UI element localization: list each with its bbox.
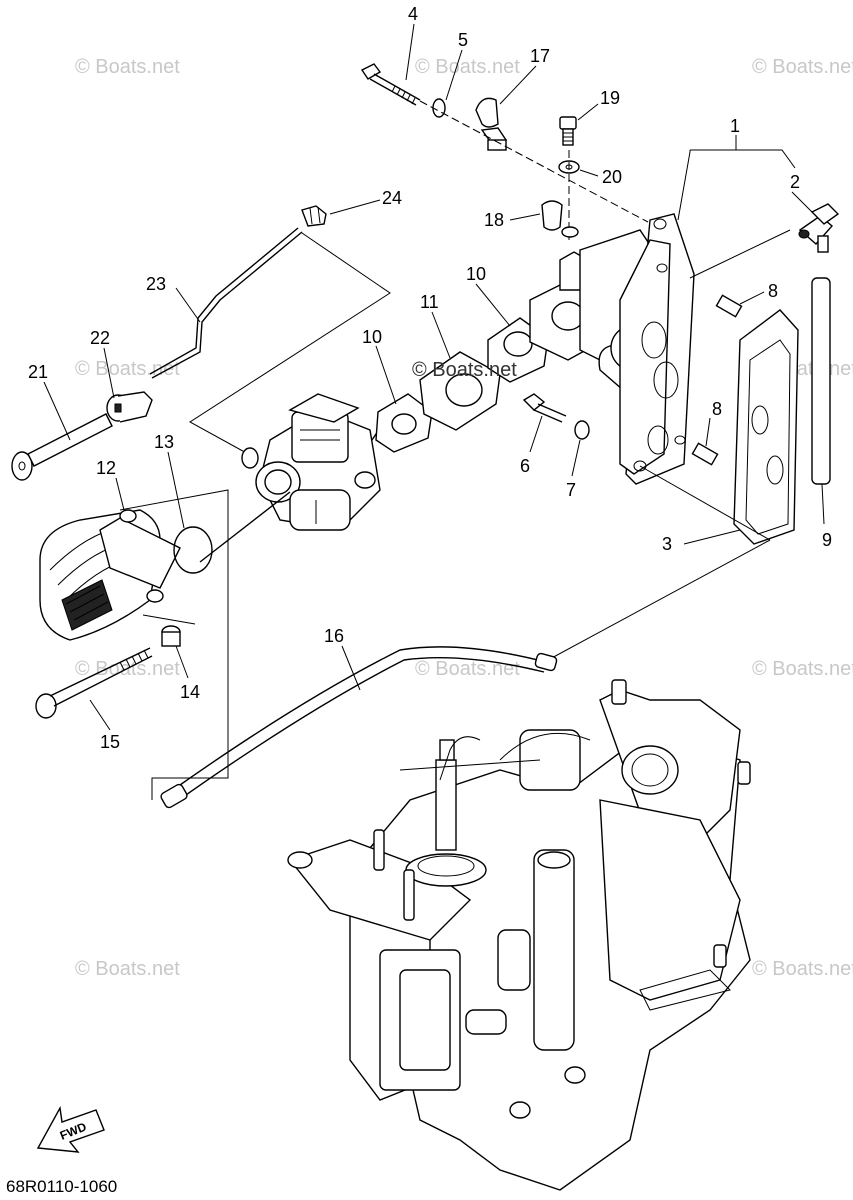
callout-7: 7 — [566, 480, 576, 500]
callout-9: 9 — [822, 530, 832, 550]
callout-6: 6 — [520, 456, 530, 476]
part-5-washer — [432, 98, 446, 118]
callout-23: 23 — [146, 274, 166, 294]
part-3-gasket — [733, 309, 799, 545]
callout-8b: 8 — [712, 399, 722, 419]
watermark: © Boats.net — [75, 958, 180, 980]
leader-line — [199, 491, 291, 563]
part-11-insulator — [419, 351, 501, 431]
callout-3: 3 — [662, 534, 672, 554]
callout-leaders — [43, 23, 825, 731]
engine-block — [287, 679, 751, 1191]
part-24-clip — [301, 205, 327, 227]
part-19-bolt — [559, 116, 577, 146]
callout-15: 15 — [100, 732, 120, 752]
leader-line — [639, 465, 771, 541]
callout-21: 21 — [28, 362, 48, 382]
callout-24: 24 — [382, 188, 402, 208]
callout-19: 19 — [600, 88, 620, 108]
leader-line — [677, 150, 691, 221]
part-22-clip — [106, 391, 153, 423]
watermark: © Boats.net — [415, 658, 520, 680]
callout-11: 11 — [420, 292, 439, 312]
part-14-collar — [161, 625, 181, 647]
callout-labels: 4 5 17 19 1 20 2 24 18 10 8 23 11 22 10 … — [28, 4, 832, 752]
diagram-code: 68R0110-1060 — [6, 1177, 117, 1196]
leader-line — [119, 489, 229, 800]
watermark: © Boats.net — [75, 358, 180, 380]
part-9-hose — [811, 277, 831, 485]
callout-12: 12 — [96, 458, 116, 478]
callout-5: 5 — [458, 30, 468, 50]
part-23-link-rod — [151, 231, 303, 379]
part-8-dowel-pin — [715, 294, 743, 318]
part-17-clamp — [475, 97, 508, 151]
center-watermark: © Boats.net — [412, 359, 517, 381]
callout-22: 22 — [90, 328, 110, 348]
callout-2: 2 — [790, 172, 800, 192]
part-15-bolt — [35, 647, 153, 719]
part-7-washer — [574, 420, 590, 440]
callout-20: 20 — [602, 167, 622, 187]
part-8-dowel-pin — [691, 442, 719, 466]
callout-14: 14 — [180, 682, 200, 702]
callout-10: 10 — [466, 264, 486, 284]
leader-line — [419, 100, 649, 223]
leader-line — [547, 539, 771, 661]
watermark: © Boats.net — [75, 56, 180, 78]
part-13-o-ring — [173, 526, 213, 574]
fwd-direction-arrow: FWD — [36, 1105, 105, 1153]
part-1-cover-plate — [619, 213, 695, 485]
part-12-intake-silencer — [39, 509, 181, 641]
callout-17: 17 — [530, 46, 550, 66]
part-4-bolt — [360, 63, 421, 106]
part-2-fitting — [798, 203, 840, 253]
watermark: © Boats.net — [752, 658, 853, 680]
part-16-fuel-hose — [160, 646, 558, 809]
part-10-gasket — [375, 393, 433, 453]
watermark: © Boats.net — [752, 56, 853, 78]
watermark: © Boats.net — [415, 56, 520, 78]
part-6-bolt — [522, 393, 567, 423]
leader-line — [399, 759, 541, 771]
callout-10b: 10 — [362, 327, 382, 347]
callout-18: 18 — [484, 210, 504, 230]
watermark: © Boats.net — [752, 958, 853, 980]
callout-8: 8 — [768, 281, 778, 301]
leader-line — [189, 232, 391, 456]
callout-13: 13 — [154, 432, 174, 452]
callout-16: 16 — [324, 626, 344, 646]
carburetor — [241, 393, 381, 531]
callout-4: 4 — [408, 4, 418, 24]
callout-1: 1 — [730, 116, 740, 136]
part-18-grommet — [541, 200, 579, 238]
